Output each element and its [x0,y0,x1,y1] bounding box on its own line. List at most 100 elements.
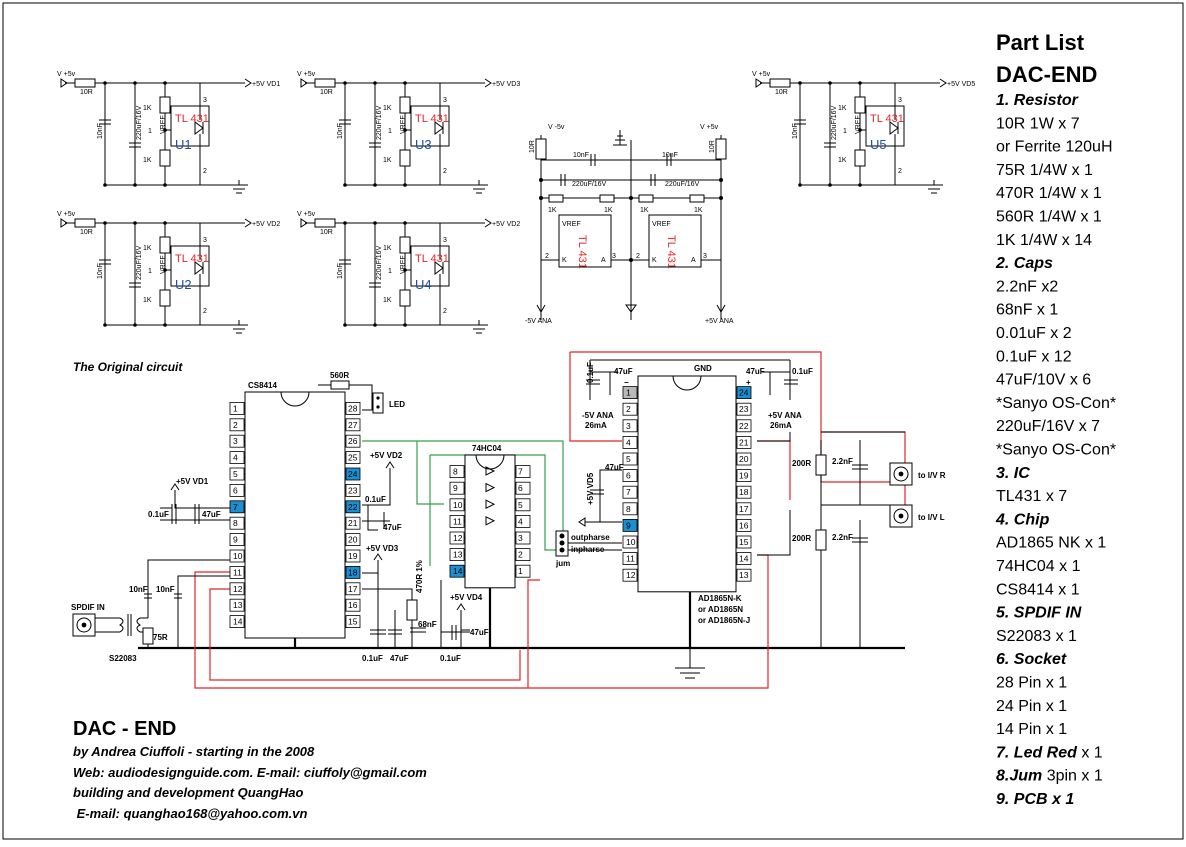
cs8414-pin-25 [345,451,361,465]
c22n-label-1: 2.2nF [832,457,853,466]
ad1865-pin-label-17: 17 [739,504,749,514]
cs8414-pin-label-8: 8 [233,518,238,528]
c47-label-7: 47uF [746,367,765,376]
jum-label: jum [555,559,570,568]
ad1865-pin-label-3: 3 [626,421,631,431]
regulator-U2-output: +5V VD2 [252,221,280,228]
cs8414-pin-label-3: 3 [233,436,238,446]
ad1865-pin-label-23: 23 [739,404,749,414]
cs8414-pin-label-26: 26 [348,436,358,446]
ad1865-pin-20 [736,452,752,466]
hc04-pin-label-11: 11 [453,516,462,526]
regulator-U3-r-in: 10R [320,89,333,96]
regulator-U3-r-div-2: 1K [383,157,392,164]
regulator-U1-tl431: TL 431 [175,113,209,125]
cs8414-pin-19 [345,549,361,563]
cs8414-pin-label-15: 15 [348,617,358,627]
regulator-U1-vref: VREF [160,115,167,134]
part-list-item-1-7: *Sanyo OS-Con* [996,442,1116,459]
cs8414-pin-15 [345,615,361,628]
ana-pos-ma: 26mA [770,421,792,430]
regulator-U1-pin1: 1 [148,128,152,135]
ad1865-pin-21 [736,435,752,449]
hc04-pin-label-6: 6 [518,483,523,493]
part-list-head-text-8: 9. PCB x 1 [996,791,1074,808]
c01-label-3: 0.1uF [362,654,383,663]
ana-neg-sign: − [624,378,629,387]
hc04-pin-label-1: 1 [518,566,523,576]
cs8414-pin-20 [345,533,361,546]
vd2-label: +5V VD2 [370,451,403,460]
cs8414-pin-18 [345,566,361,579]
hc04-pin-6 [515,481,531,495]
ana-pos-label: +5V ANA [768,411,802,420]
r200-label-1: 200R [792,459,811,468]
cs8414-pin-label-9: 9 [233,535,238,545]
led-label: LED [389,400,405,409]
part-list-head-text-3: 4. Chip [995,511,1050,528]
part-list-item-0-2: 75R 1/4W x 1 [996,162,1093,179]
cs8414-pin-label-23: 23 [348,485,358,495]
ana-vref-right: VREF [652,221,671,228]
ana-neg-out-label: -5V ANA [525,318,552,325]
regulator-U5-c-big: 220uF/16V [831,105,838,140]
part-list-head-2: 3. IC [996,465,1030,482]
ana-c10n-label: 10nF [573,152,589,159]
ad1865-pin-label-18: 18 [739,487,749,497]
footer-line-1: by Andrea Ciuffoli - starting in the 200… [73,744,315,759]
part-list-head-6: 7. Led Red x 1 [996,744,1103,761]
cs8414-pin-label-5: 5 [233,469,238,479]
ana-k-left: K [562,257,567,264]
hc04-pin-label-7: 7 [518,467,523,477]
ad1865-pin-label-8: 8 [626,504,631,514]
c10n-label-2: 10nF [156,585,175,594]
regulator-U1-r-div-2: 1K [143,157,152,164]
ad1865-pin-label-9: 9 [626,520,631,530]
part-list-item-1-4: 47uF/10V x 6 [996,372,1091,389]
regulator-U2-r-div-1: 1K [143,245,152,252]
part-list-head-1: 2. Caps [995,255,1053,272]
cs8414-pin-24 [345,467,361,481]
hc04-name: 74HC04 [472,444,502,453]
ana-a-right: A [691,257,696,264]
ana-vref-left: VREF [562,221,581,228]
ana-k-right: K [652,257,657,264]
part-list-subtitle: DAC-END [996,62,1097,87]
hc04-pin-2 [515,548,531,561]
part-list-item-2-0: TL431 x 7 [996,488,1067,505]
part-list-item-1-3: 0.1uF x 12 [996,348,1072,365]
cs8414-pin-label-6: 6 [233,485,238,495]
regulator-U5-vref: VREF [855,115,862,134]
part-list-item-3-2: CS8414 x 1 [996,581,1080,598]
regulator-U4-supply: V +5v [297,211,316,218]
regulator-U3-pin2: 2 [443,168,447,175]
ana-c220-label: 220uF/16V [572,181,607,188]
hc04-pin-4 [515,515,531,528]
ad1865-pin-23 [736,402,752,416]
part-list-item-1-2: 0.01uF x 2 [996,325,1072,342]
ad1865-pin-17 [736,502,752,516]
regulator-U1-r-in: 10R [80,89,93,96]
ad1865-pin-13 [736,568,752,582]
regulator-U4-r-div-1: 1K [383,245,392,252]
ana-r10-right: 10R [709,140,716,153]
ad1865-name-2: or AD1865N-J [698,616,750,625]
regulator-U1-c-big: 220uF/16V [136,105,143,140]
cs8414-pin-label-24: 24 [348,469,358,479]
regulator-U2-c-small: 10nF [97,263,104,279]
vd1-label: +5V VD1 [176,477,209,486]
jum-outphase-label: outpharse [571,533,610,542]
ana-r1k-4: 1K [694,207,703,214]
ana-r1k-2: 1K [604,207,613,214]
vd4-label: +5V VD4 [450,593,483,602]
regulator-U1-pin3: 3 [203,97,207,104]
cs8414-pin-label-12: 12 [233,584,243,594]
part-list-item-0-5: 1K 1/4W x 14 [996,232,1092,249]
